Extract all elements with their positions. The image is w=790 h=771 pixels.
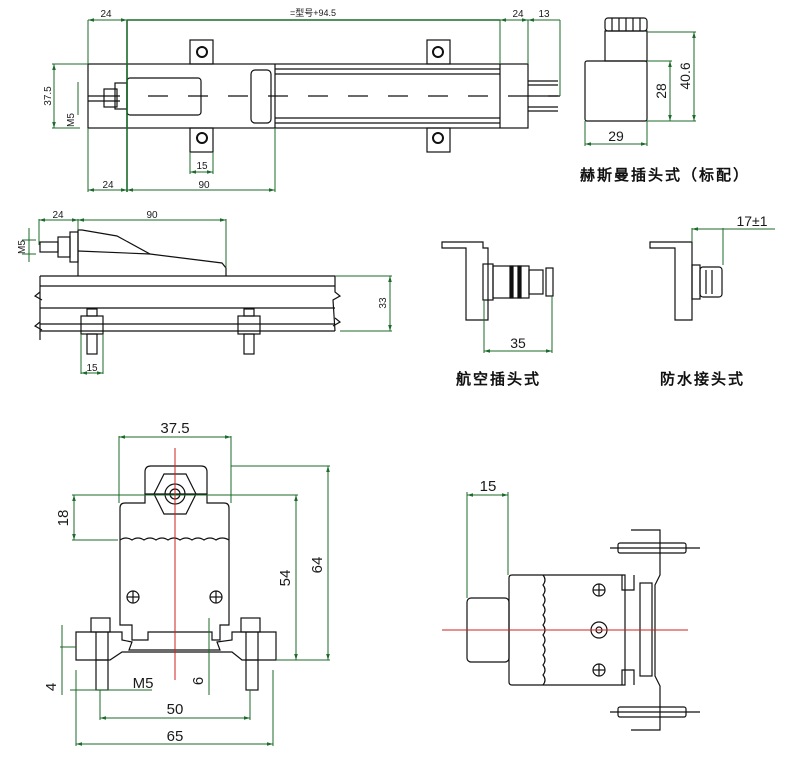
waterproof-dimensions (691, 227, 775, 265)
dim-hirschmann-width: 29 (608, 128, 624, 144)
dim-front-thread: M5 (133, 675, 154, 692)
mount-lug (189, 39, 214, 65)
dim-side-height: 33 (378, 297, 389, 309)
side-view-dimensions (22, 218, 392, 375)
caption-waterproof: 防水接头式 (660, 370, 746, 388)
dim-total-length: =型号+94.5 (290, 8, 336, 18)
aviation-connector (441, 241, 554, 321)
mount-lug (426, 127, 451, 153)
mount-lug (189, 127, 214, 153)
front-view (75, 465, 277, 691)
dim-front-width: 37.5 (160, 420, 189, 437)
dim-front-offset: 18 (55, 510, 72, 527)
dim-bottom-carriage: 90 (198, 180, 210, 191)
dim-hirschmann-total: 40.6 (677, 62, 693, 89)
caption-aviation: 航空插头式 (456, 370, 542, 388)
dim-side-left: 24 (52, 210, 64, 221)
dim-pins: 13 (538, 9, 550, 20)
hirschmann-connector (584, 17, 648, 122)
dim-thread: M5 (66, 113, 77, 127)
front-view-dimensions (60, 435, 330, 746)
hirschmann-dimensions (584, 31, 696, 146)
dim-left-cap: 24 (100, 9, 112, 20)
dim-front-total-height: 64 (309, 557, 326, 574)
dim-front-overall-width: 65 (167, 728, 184, 745)
waterproof-connector (649, 241, 723, 321)
dim-height: 37.5 (43, 86, 54, 106)
dim-right-cap: 24 (512, 9, 524, 20)
dim-side-thread: M5 (17, 240, 28, 254)
dim-front-flange: 4 (43, 683, 60, 691)
dim-lug-width: 15 (196, 161, 208, 172)
dim-bottom-left: 24 (102, 180, 114, 191)
end-view-dimensions (466, 492, 509, 598)
dim-front-inner-height: 54 (277, 570, 294, 587)
dim-waterproof-length: 17±1 (736, 213, 767, 229)
caption-hirschmann: 赫斯曼插头式（标配） (580, 166, 751, 184)
dim-front-bolt-pitch: 50 (167, 701, 184, 718)
dim-side-lug: 15 (86, 363, 98, 374)
mount-lug (426, 39, 451, 65)
aviation-dimensions (483, 296, 553, 353)
side-view (33, 229, 342, 355)
dim-aviation-length: 35 (510, 335, 526, 351)
dim-end-connector: 15 (480, 478, 497, 495)
dim-side-carriage: 90 (146, 210, 158, 221)
dim-front-gap: 6 (190, 677, 207, 685)
dim-hirschmann-body: 28 (653, 83, 669, 99)
top-view-dimensions (52, 18, 561, 192)
top-view (87, 39, 560, 153)
